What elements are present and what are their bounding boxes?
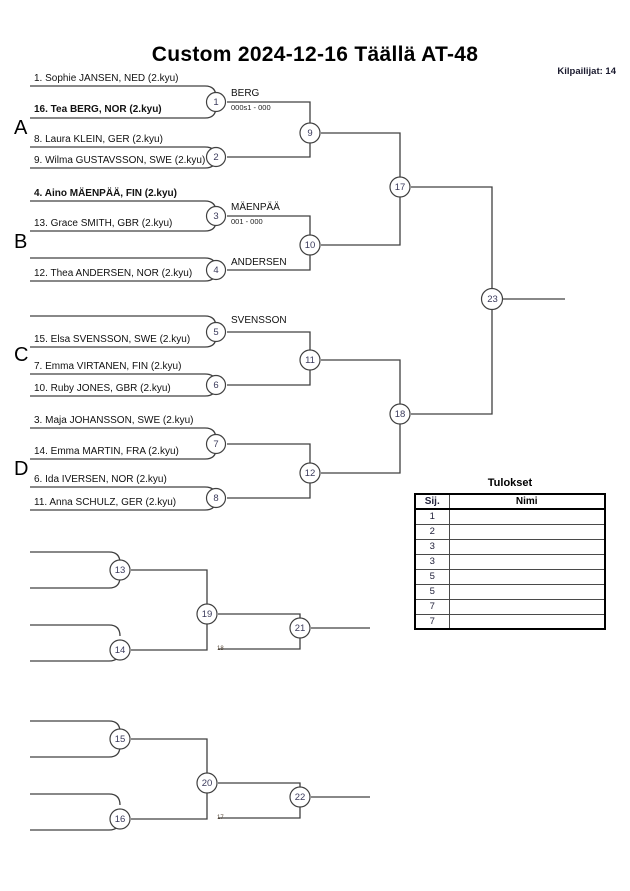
match-number-5[interactable]: 5	[213, 327, 219, 338]
rank-cell: 3	[414, 538, 450, 555]
name-cell[interactable]	[448, 583, 606, 600]
player-slot-5[interactable]: 4. Aino MÄENPÄÄ, FIN (2.kyu)	[34, 188, 177, 199]
table-row[interactable]: 3	[414, 538, 606, 555]
player-slot-2[interactable]: 16. Tea BERG, NOR (2.kyu)	[34, 104, 162, 115]
rank-cell: 2	[414, 523, 450, 540]
player-slot-6[interactable]: 13. Grace SMITH, GBR (2.kyu)	[34, 218, 173, 229]
pool-letter-c: C	[14, 344, 29, 366]
rank-cell: 7	[414, 598, 450, 615]
match-1-score[interactable]: 000s1 - 000	[231, 103, 271, 112]
rank-cell: 7	[414, 613, 450, 630]
match-5-winner[interactable]: SVENSSON	[231, 315, 287, 326]
player-slot-11[interactable]: 7. Emma VIRTANEN, FIN (2.kyu)	[34, 361, 182, 372]
match-number-2[interactable]: 2	[213, 152, 219, 163]
name-cell[interactable]	[448, 568, 606, 585]
match-number-20[interactable]: 20	[201, 778, 213, 789]
results-col-rank: Sij.	[414, 493, 450, 510]
match-number-4[interactable]: 4	[213, 265, 219, 276]
match-number-9[interactable]: 9	[307, 128, 313, 139]
results-col-name: Nimi	[448, 493, 606, 510]
match-3-score[interactable]: 001 - 000	[231, 217, 263, 226]
repechage-feed-ref-17: 17	[217, 815, 224, 821]
table-row[interactable]: 2	[414, 523, 606, 540]
results-panel: Tulokset Sij. Nimi 1 2 3 3 5 5 7 7	[414, 477, 606, 630]
match-number-11[interactable]: 11	[305, 355, 315, 366]
match-1-winner[interactable]: BERG	[231, 88, 260, 99]
player-slot-16[interactable]: 11. Anna SCHULZ, GER (2.kyu)	[34, 497, 177, 508]
player-slot-3[interactable]: 8. Laura KLEIN, GER (2.kyu)	[34, 134, 163, 145]
match-number-3[interactable]: 3	[213, 211, 219, 222]
results-header-row: Sij. Nimi	[414, 493, 606, 510]
rank-cell: 1	[414, 508, 450, 525]
table-row[interactable]: 7	[414, 613, 606, 630]
player-slot-10[interactable]: 15. Elsa SVENSSON, SWE (2.kyu)	[34, 334, 191, 345]
player-slot-13[interactable]: 3. Maja JOHANSSON, SWE (2.kyu)	[34, 415, 194, 426]
player-slot-12[interactable]: 10. Ruby JONES, GBR (2.kyu)	[34, 383, 171, 394]
rank-cell: 5	[414, 583, 450, 600]
match-number-10[interactable]: 10	[304, 240, 316, 251]
name-cell[interactable]	[448, 553, 606, 570]
match-number-7[interactable]: 7	[213, 439, 219, 450]
match-number-8[interactable]: 8	[213, 493, 219, 504]
match-number-14[interactable]: 14	[114, 645, 126, 656]
match-number-13[interactable]: 13	[114, 565, 126, 576]
match-number-17[interactable]: 17	[394, 182, 406, 193]
name-cell[interactable]	[448, 538, 606, 555]
match-number-19[interactable]: 19	[201, 609, 213, 620]
table-row[interactable]: 5	[414, 583, 606, 600]
match-number-16[interactable]: 16	[114, 814, 126, 825]
match-number-15[interactable]: 15	[114, 734, 126, 745]
name-cell[interactable]	[448, 508, 606, 525]
pool-letter-b: B	[14, 231, 28, 253]
results-table: Sij. Nimi 1 2 3 3 5 5 7 7	[414, 493, 606, 630]
match-number-6[interactable]: 6	[213, 380, 219, 391]
match-number-18[interactable]: 18	[394, 409, 406, 420]
table-row[interactable]: 7	[414, 598, 606, 615]
competitor-count: Kilpailijat: 14	[557, 66, 616, 77]
player-slot-15[interactable]: 6. Ida IVERSEN, NOR (2.kyu)	[34, 474, 167, 485]
rank-cell: 5	[414, 568, 450, 585]
pool-letter-a: A	[14, 117, 28, 139]
player-slot-14[interactable]: 14. Emma MARTIN, FRA (2.kyu)	[34, 446, 179, 457]
name-cell[interactable]	[448, 523, 606, 540]
name-cell[interactable]	[448, 613, 606, 630]
rank-cell: 3	[414, 553, 450, 570]
match-number-1[interactable]: 1	[213, 97, 219, 108]
match-number-12[interactable]: 12	[304, 468, 316, 479]
player-slot-8[interactable]: 12. Thea ANDERSEN, NOR (2.kyu)	[34, 268, 193, 279]
match-number-22[interactable]: 22	[294, 792, 306, 803]
match-3-winner[interactable]: MÄENPÄÄ	[231, 202, 280, 213]
player-slot-1[interactable]: 1. Sophie JANSEN, NED (2.kyu)	[34, 73, 179, 84]
match-number-23[interactable]: 23	[487, 294, 498, 305]
table-row[interactable]: 3	[414, 553, 606, 570]
match-number-21[interactable]: 21	[294, 623, 306, 634]
repechage-feed-ref-18: 18	[217, 646, 224, 652]
table-row[interactable]: 1	[414, 508, 606, 525]
results-title: Tulokset	[487, 477, 533, 489]
player-slot-4[interactable]: 9. Wilma GUSTAVSSON, SWE (2.kyu)	[34, 155, 206, 166]
table-row[interactable]: 5	[414, 568, 606, 585]
match-4-winner[interactable]: ANDERSEN	[231, 257, 287, 268]
pool-letter-d: D	[14, 458, 29, 480]
name-cell[interactable]	[448, 598, 606, 615]
page-title: Custom 2024-12-16 Täällä AT-48	[151, 43, 479, 66]
